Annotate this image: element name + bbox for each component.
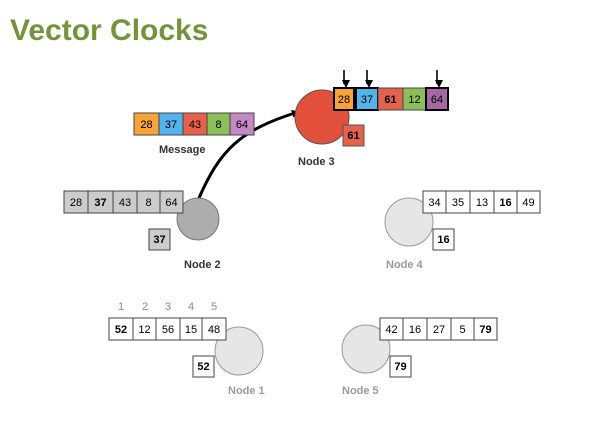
node-5-value-5: 79	[479, 324, 491, 336]
index-label-3: 3	[165, 301, 171, 313]
page-title: Vector Clocks	[10, 14, 209, 47]
node-5-label: Node 5	[342, 385, 379, 397]
node-3-value-1: 28	[338, 94, 350, 106]
node-4-label: Node 4	[386, 259, 424, 271]
node-4-value-5: 49	[522, 197, 534, 209]
node-3-update-arrows	[342, 70, 443, 88]
node-1-counter-box	[192, 355, 215, 378]
node-4: 34 35 13 16 49 16 Node 4	[384, 190, 541, 271]
message-arrow	[197, 109, 300, 199]
node-1-value-4: 15	[185, 324, 197, 336]
node-5-value-3: 27	[433, 324, 445, 336]
node-2-label: Node 2	[184, 259, 221, 271]
node-1-value-1: 52	[115, 324, 127, 336]
message-value-3: 43	[189, 119, 201, 131]
node-3-value-4: 12	[408, 94, 420, 106]
node-4-value-3: 13	[476, 197, 488, 209]
node-3-counter: 61	[347, 130, 359, 142]
message-label: Message	[159, 144, 205, 156]
node-2-value-2: 37	[94, 197, 106, 209]
node-1-value-5: 48	[208, 324, 220, 336]
node-1-counter: 52	[197, 361, 209, 373]
node-5-value-2: 16	[409, 324, 421, 336]
node-5-circle	[341, 324, 391, 374]
node-3-counter-box	[342, 124, 365, 147]
node-5-counter: 79	[394, 361, 406, 373]
node-2-counter: 37	[153, 234, 165, 246]
node-2: 28 37 43 8 64 37 Node 2	[63, 190, 221, 271]
node-2-circle	[176, 197, 220, 241]
index-labels: 1 2 3 4 5	[118, 301, 217, 313]
node-2-cell-5	[159, 190, 184, 214]
message-value-2: 37	[165, 119, 177, 131]
message-value-5: 64	[236, 119, 248, 131]
node-1-label: Node 1	[228, 385, 265, 397]
node-5-value-1: 42	[385, 324, 397, 336]
node-2-counter-box	[148, 228, 171, 251]
node-3-value-2: 37	[361, 94, 373, 106]
index-label-4: 4	[188, 301, 194, 313]
node-4-value-4: 16	[499, 197, 511, 209]
node-4-circle	[384, 197, 434, 247]
node-2-value-5: 64	[165, 197, 177, 209]
node-4-cell-5	[516, 190, 541, 214]
node-4-counter: 16	[437, 234, 449, 246]
message: 28 37 43 8 64 Message	[133, 112, 255, 156]
message-value-1: 28	[140, 119, 152, 131]
node-1: 52 12 56 15 48 52 Node 1	[108, 317, 265, 397]
node-3-cell-5	[425, 87, 449, 111]
node-5-vector: 42 16 27 5 79	[379, 317, 498, 341]
message-cell-5	[229, 112, 255, 136]
node-1-value-3: 56	[162, 324, 174, 336]
node-2-value-3: 43	[119, 197, 131, 209]
node-4-vector: 34 35 13 16 49	[422, 190, 541, 214]
node-3-label: Node 3	[298, 156, 335, 168]
index-label-5: 5	[211, 301, 217, 313]
node-3-vector: 28 37 61 12 64	[333, 87, 449, 111]
node-5: 42 16 27 5 79 79 Node 5	[341, 317, 498, 397]
index-label-2: 2	[142, 301, 148, 313]
node-3-value-3: 61	[384, 94, 396, 106]
node-5-cell-5	[473, 317, 498, 341]
node-5-counter-box	[389, 355, 412, 378]
node-4-counter-box	[432, 228, 455, 251]
node-5-value-4: 5	[459, 324, 465, 336]
node-3-cell-1	[333, 87, 355, 111]
index-label-1: 1	[118, 301, 124, 313]
node-3-value-5: 64	[431, 94, 443, 106]
node-2-vector: 28 37 43 8 64	[63, 190, 184, 214]
node-4-value-2: 35	[452, 197, 464, 209]
node-1-cell-5	[201, 317, 227, 341]
node-1-value-2: 12	[138, 324, 150, 336]
node-3: 28 37 61 12 64 61 Node 3	[294, 70, 449, 168]
node-1-vector: 52 12 56 15 48	[108, 317, 227, 341]
message-value-4: 8	[215, 119, 221, 131]
node-2-value-4: 8	[145, 197, 151, 209]
node-4-value-1: 34	[428, 197, 440, 209]
node-2-value-1: 28	[70, 197, 82, 209]
node-1-circle	[214, 326, 264, 376]
